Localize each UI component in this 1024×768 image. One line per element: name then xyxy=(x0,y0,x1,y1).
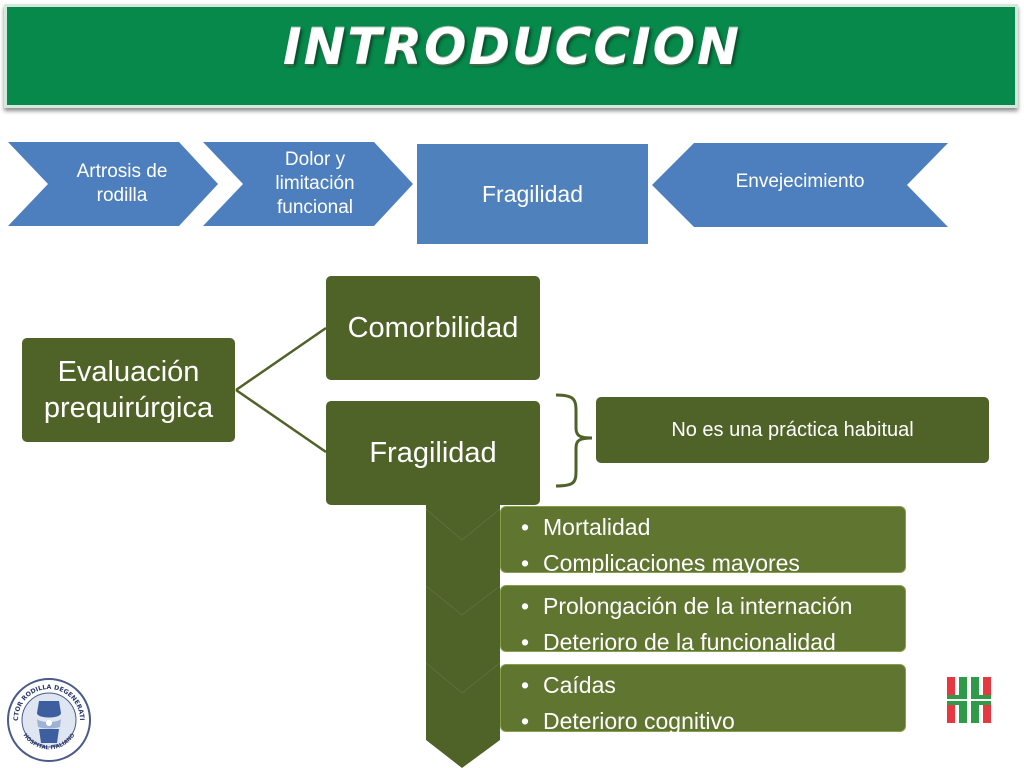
process-step-label: Envejecimiento xyxy=(735,171,865,193)
sector-logo-icon: SECTOR RODILLA DEGENERATIVA HOSPITAL ITA… xyxy=(6,677,91,762)
process-step-label: Dolor y limitación funcional xyxy=(275,149,355,218)
process-step-label: Artrosis de rodilla xyxy=(76,161,168,206)
note-label: No es una práctica habitual xyxy=(671,418,914,441)
outcome-item: Caídas xyxy=(521,667,905,703)
evaluation-label: Evaluación prequirúrgica xyxy=(43,355,214,424)
connector-fragilidad xyxy=(235,388,327,454)
down-arrow-icon xyxy=(426,586,500,693)
connector-comorbilidad xyxy=(235,326,327,392)
hospital-cross-icon xyxy=(945,675,993,725)
outcome-item: Deterioro cognitivo xyxy=(521,703,905,739)
frailty-label: Fragilidad xyxy=(369,436,497,469)
evaluation-box: Evaluación prequirúrgica xyxy=(22,338,235,442)
outcome-item: Complicaciones mayores xyxy=(521,545,905,581)
brace-icon xyxy=(555,393,593,488)
note-box: No es una práctica habitual xyxy=(596,397,989,463)
down-arrow-icon xyxy=(426,663,500,768)
outcome-box-3: Caídas Deterioro cognitivo xyxy=(500,664,906,734)
down-arrow-icon xyxy=(426,509,500,615)
comorbidity-label: Comorbilidad xyxy=(347,311,519,344)
outcome-box-1: Mortalidad Complicaciones mayores xyxy=(500,506,906,576)
process-step-dolor: Dolor y limitación funcional xyxy=(203,142,413,226)
outcome-item: Deterioro de la funcionalidad xyxy=(521,624,905,660)
outcome-item: Prolongación de la internación xyxy=(521,588,905,624)
down-arrow-icon xyxy=(426,505,500,540)
outcome-item: Mortalidad xyxy=(521,509,905,545)
outcome-box-2: Prolongación de la internación Deterioro… xyxy=(500,585,906,655)
title-banner xyxy=(4,4,1018,108)
comorbidity-box: Comorbilidad xyxy=(326,276,540,380)
process-step-envejecimiento: Envejecimiento xyxy=(652,143,948,227)
process-step-label: Fragilidad xyxy=(482,180,583,207)
page-title: INTRODUCCION xyxy=(282,18,741,76)
frailty-box: Fragilidad xyxy=(326,401,540,505)
process-step-fragilidad: Fragilidad xyxy=(417,144,648,244)
